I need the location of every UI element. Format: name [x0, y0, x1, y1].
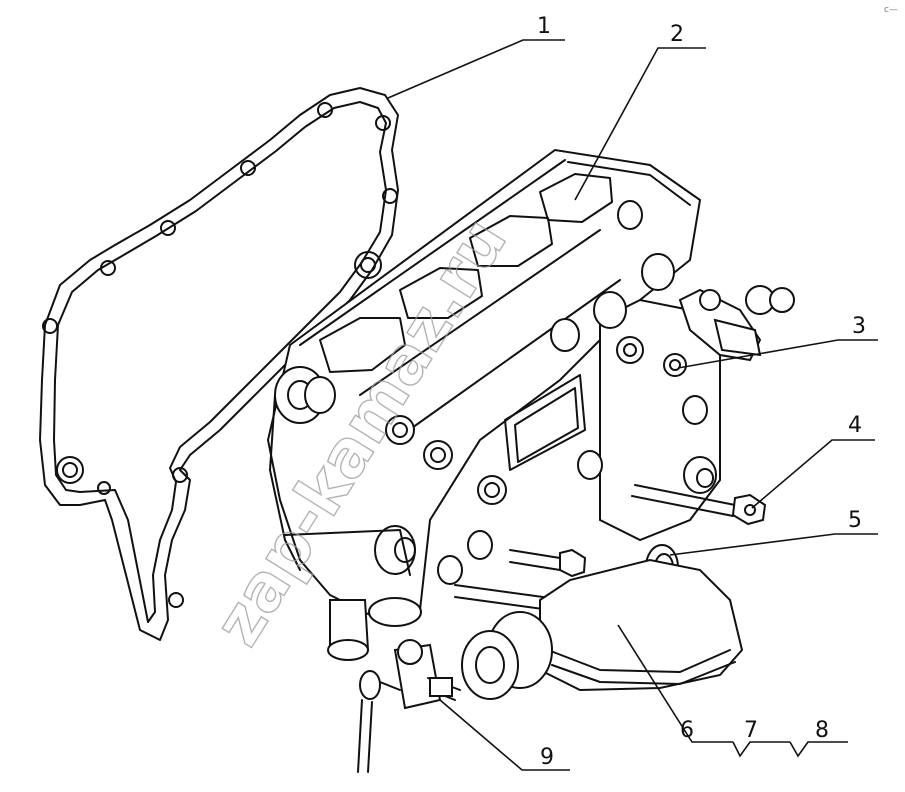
- callout-2: 2: [670, 22, 684, 47]
- leader-1: [387, 39, 565, 99]
- callout-8: 8: [815, 718, 829, 743]
- filter-base: [327, 558, 744, 700]
- housing: [266, 148, 721, 622]
- callout-7: 7: [744, 718, 758, 743]
- valve-sensor: [357, 639, 461, 773]
- callout-labels: 1 2 3 4 5 6 7 8 9: [537, 14, 866, 770]
- fittings: [663, 285, 795, 377]
- bolt-long: [631, 484, 767, 526]
- leader-4: [751, 439, 875, 509]
- corner-mark: c—: [884, 5, 898, 15]
- leaders: [387, 39, 878, 771]
- leader-2: [574, 47, 706, 201]
- leader-5: [669, 533, 878, 556]
- leader-3: [677, 339, 878, 369]
- leader-8: [789, 741, 848, 758]
- callout-3: 3: [852, 314, 866, 339]
- leader-6: [617, 624, 733, 743]
- leader-7: [732, 741, 790, 758]
- callout-9: 9: [540, 745, 554, 770]
- callout-6: 6: [680, 718, 694, 743]
- callout-4: 4: [848, 413, 862, 438]
- callout-5: 5: [848, 508, 862, 533]
- callout-1: 1: [537, 14, 551, 39]
- leader-9: [439, 699, 570, 771]
